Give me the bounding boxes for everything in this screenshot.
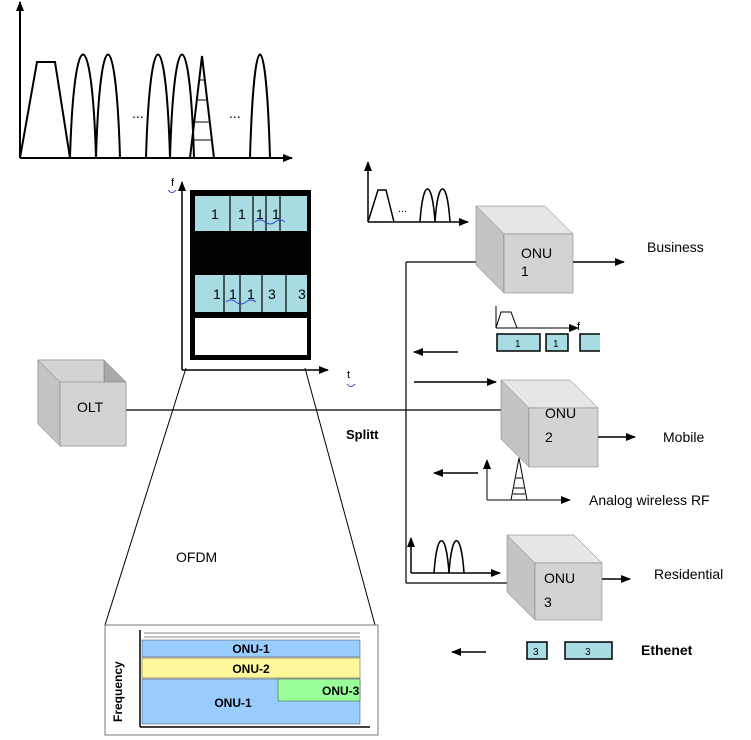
onu1-spectrum (364, 161, 469, 226)
frame-axis-t-label: t (347, 369, 350, 381)
ofdm-frame (190, 190, 311, 360)
frame-slot-label: 3 (298, 286, 306, 302)
spectrum-lobe (95, 53, 121, 159)
frame-slot-label: 1 (213, 286, 221, 302)
analog-rf-spectrum (483, 457, 571, 504)
onu-3-box (506, 534, 603, 621)
onu-1-box (475, 205, 574, 294)
frame-slot-label: 1 (211, 206, 219, 222)
packet-label: 1 (515, 339, 521, 350)
spectrum-lobe (249, 53, 271, 159)
onu-3-label: ONU (544, 570, 575, 586)
spectrum-dots: ... (229, 105, 241, 121)
packet-label: 1 (553, 339, 559, 350)
top-spectrum-plot (16, 1, 293, 162)
band-label: ONU-2 (232, 662, 270, 676)
band-onu1-top (141, 639, 361, 658)
olt-label: OLT (77, 399, 104, 415)
spectrum-dots: ... (398, 203, 407, 215)
onu-1-number: 1 (521, 263, 529, 279)
packet-label: 3 (585, 647, 591, 658)
onu-3-service: Residential (654, 566, 723, 582)
frame-slot-label: 1 (272, 206, 280, 222)
spectrum-dots: ... (132, 105, 144, 121)
frame-slot-label: 1 (229, 286, 237, 302)
band-onu3 (277, 678, 361, 702)
band-label: ONU-1 (214, 696, 252, 710)
onu-2-label: ONU (545, 405, 576, 421)
spectrum-lobe (145, 53, 171, 159)
band-label: ONU-1 (232, 642, 270, 656)
packet-label: 3 (533, 647, 539, 658)
onu-1-service: Business (647, 239, 704, 255)
ethernet-label: Ethenet (641, 642, 693, 658)
band-label: ONU-3 (322, 684, 360, 698)
splitter-lines (405, 261, 510, 584)
spectrum-rf-peak (189, 55, 215, 159)
ofdm-frame-axes (178, 181, 329, 374)
onu3-spectrum (407, 537, 501, 577)
frame-row-2 (195, 275, 307, 312)
frame-slot-label: 3 (268, 286, 276, 302)
spectrum-lobe (69, 53, 97, 159)
onu1-packets (495, 306, 600, 352)
splitter-label: Splitt (346, 427, 379, 442)
band-onu2 (141, 657, 361, 679)
analog-wireless-label: Analog wireless RF (589, 492, 710, 508)
onu-2-service: Mobile (663, 429, 704, 445)
ofdm-label: OFDM (176, 549, 217, 565)
frame-slot-label: 1 (247, 286, 255, 302)
ofdm-zoom-lines (104, 367, 376, 626)
packet-axis-f-label: f (577, 321, 581, 333)
frame-axis-f-label: f (171, 177, 175, 189)
frame-slot-label: 1 (256, 206, 264, 222)
ethernet-packets (526, 641, 613, 660)
frame-row-1 (195, 196, 307, 231)
onu-3-number: 3 (544, 594, 552, 610)
spectrum-lobe (169, 53, 195, 159)
onu-1-label: ONU (521, 245, 552, 261)
spectrum-trapezoid (19, 61, 71, 159)
onu-2-box (500, 379, 599, 468)
frame-slot-label: 1 (238, 206, 246, 222)
frame-row-empty (195, 318, 307, 355)
olt-box (37, 359, 127, 447)
ofdm-band-inset (104, 624, 379, 736)
onu-2-number: 2 (545, 429, 553, 445)
inset-frequency-axis-label: Frequency (111, 661, 125, 722)
